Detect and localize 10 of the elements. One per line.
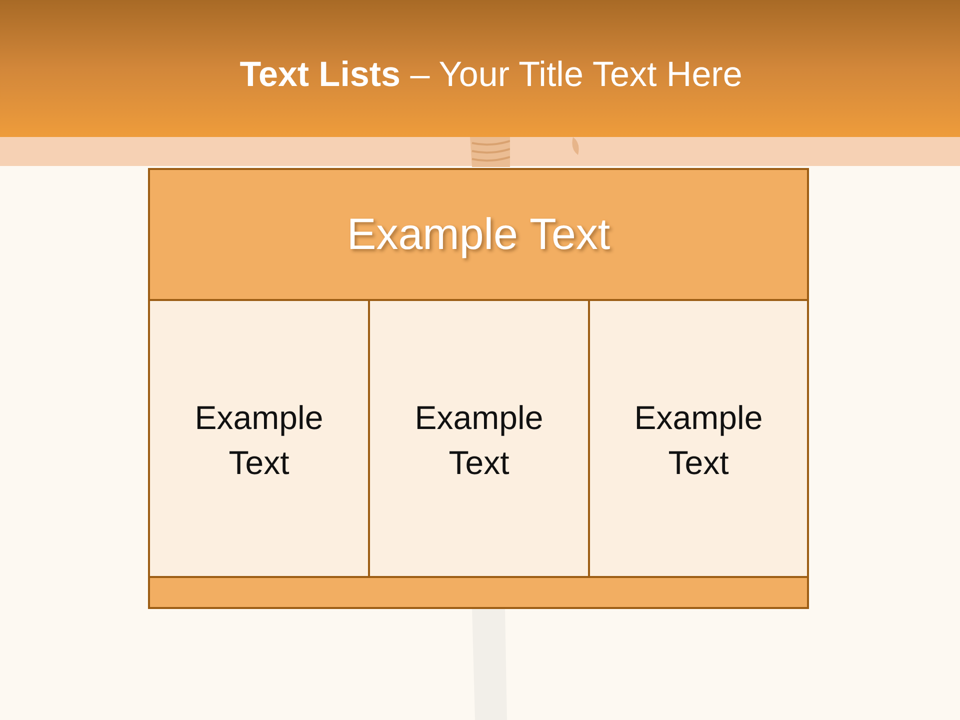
- header-panel: [148, 168, 809, 301]
- footer-bar: [148, 576, 809, 609]
- cell-text: Example Text: [633, 398, 764, 482]
- table-cell: [588, 299, 809, 578]
- cell-text: Example Text: [194, 398, 324, 482]
- table-cell: [148, 299, 370, 578]
- slide-title: Text Lists – Your Title Text Here: [240, 54, 742, 96]
- table-cell: [368, 299, 590, 578]
- header-text: Example Text: [346, 208, 610, 260]
- cell-text: Example Text: [414, 398, 544, 482]
